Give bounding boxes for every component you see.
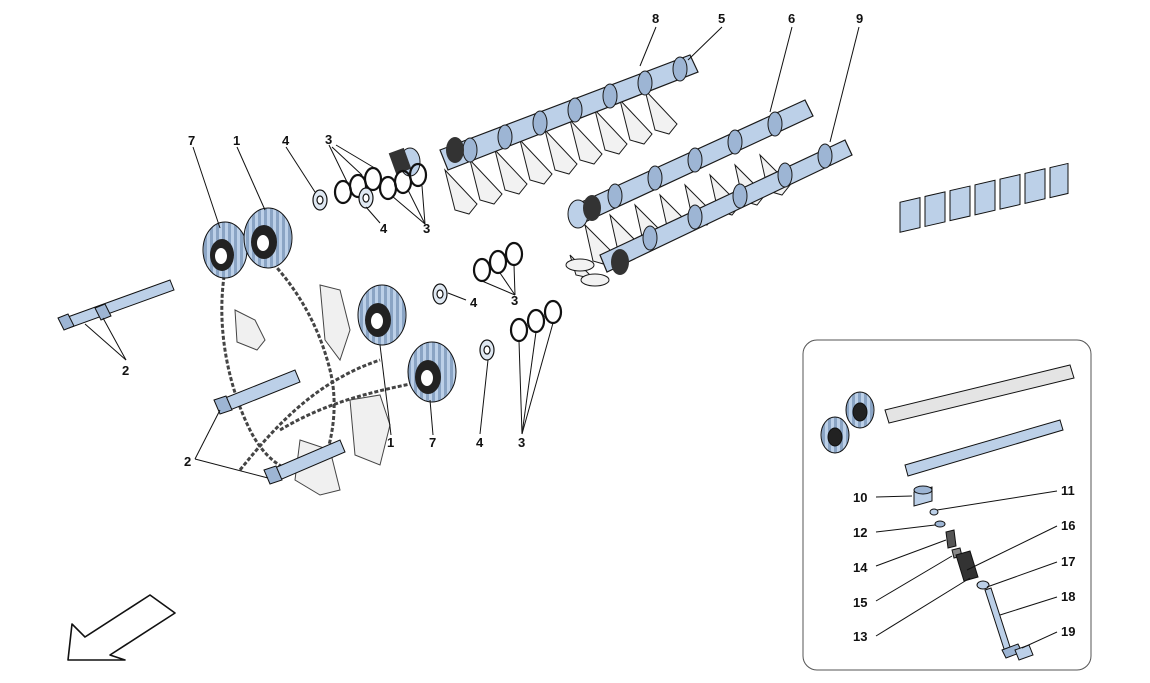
cam-phaser-upper-left <box>202 221 248 279</box>
label-13: 13 <box>853 629 868 644</box>
camshaft-9 <box>565 139 853 287</box>
label-2-upper: 2 <box>122 363 130 378</box>
label-19: 19 <box>1061 624 1076 639</box>
label-7-bottom: 7 <box>429 435 437 450</box>
label-2-lower: 2 <box>184 454 192 469</box>
front-direction-arrow-icon <box>67 594 176 661</box>
label-8: 8 <box>652 11 660 26</box>
label-18: 18 <box>1061 589 1076 604</box>
label-4-mid-b: 4 <box>470 295 478 310</box>
leader-lines <box>84 26 860 479</box>
label-3-bottom: 3 <box>518 435 526 450</box>
label-16: 16 <box>1061 518 1076 533</box>
label-5: 5 <box>718 11 726 26</box>
cam-phaser-lower-right <box>407 341 457 403</box>
label-1-bottom: 1 <box>387 435 395 450</box>
label-6: 6 <box>788 11 796 26</box>
label-7-top: 7 <box>188 133 196 148</box>
label-14: 14 <box>853 560 868 575</box>
cam-phaser-lower-left <box>357 284 407 346</box>
label-3-top: 3 <box>325 132 333 147</box>
label-3-mid-a: 3 <box>423 221 431 236</box>
label-12: 12 <box>853 525 868 540</box>
camshaft-8 <box>388 54 699 215</box>
cam-phaser-upper-right <box>243 207 293 269</box>
label-3-mid-b: 3 <box>511 293 519 308</box>
timing-chain-assembly <box>220 253 431 496</box>
label-11: 11 <box>1061 483 1075 498</box>
o-rings-upper <box>333 162 428 205</box>
bolts <box>57 279 346 485</box>
label-10: 10 <box>853 490 868 505</box>
label-9: 9 <box>856 11 864 26</box>
detail-inset <box>802 162 1092 671</box>
washers <box>312 187 495 361</box>
label-1-top: 1 <box>233 133 241 148</box>
label-4-bottom: 4 <box>476 435 484 450</box>
label-4-mid-a: 4 <box>380 221 388 236</box>
label-15: 15 <box>853 595 868 610</box>
label-4-top: 4 <box>282 133 290 148</box>
label-17: 17 <box>1061 554 1076 569</box>
